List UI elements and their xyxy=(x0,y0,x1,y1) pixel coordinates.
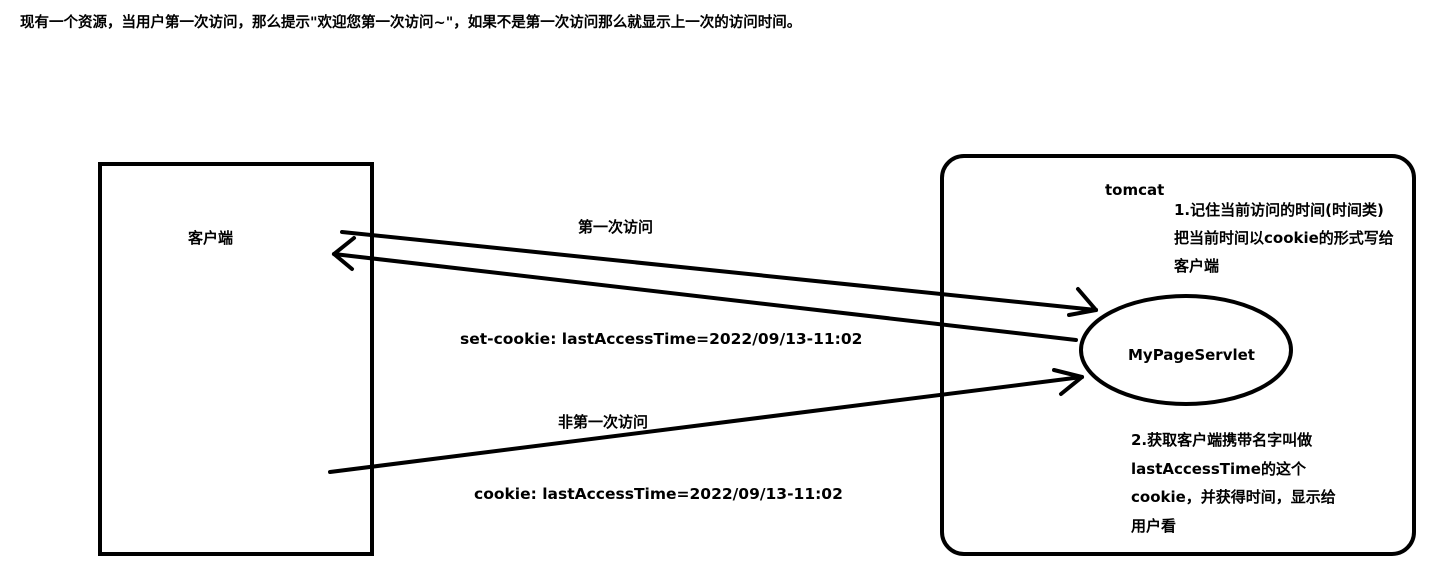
client-label: 客户端 xyxy=(188,229,234,247)
step2-line: lastAccessTime的这个 xyxy=(1131,459,1306,478)
servlet-label: MyPageServlet xyxy=(1128,346,1255,364)
tomcat-label: tomcat xyxy=(1105,181,1165,199)
set-cookie-arrow xyxy=(332,236,1078,342)
servlet-ellipse xyxy=(1079,294,1293,406)
step2-line: cookie，并获得时间，显示给 xyxy=(1131,488,1336,506)
repeat-visit-label: 非第一次访问 xyxy=(558,413,649,431)
step1-description: 1.记住当前访问的时间(时间类) 把当前时间以cookie的形式写给 客户端 xyxy=(1174,196,1394,280)
step1-line: 1.记住当前访问的时间(时间类) xyxy=(1174,201,1384,219)
step2-line: 用户看 xyxy=(1131,516,1177,535)
tomcat-box xyxy=(940,154,1416,556)
first-visit-arrow xyxy=(340,230,1098,317)
first-visit-label: 第一次访问 xyxy=(578,218,654,236)
cookie-label: cookie: lastAccessTime=2022/09/13-11:02 xyxy=(474,485,843,503)
step2-description: 2.获取客户端携带名字叫做 lastAccessTime的这个 cookie，并… xyxy=(1131,426,1336,540)
step2-line: 2.获取客户端携带名字叫做 xyxy=(1131,431,1313,449)
step1-line: 把当前时间以cookie的形式写给 xyxy=(1174,229,1394,247)
set-cookie-label: set-cookie: lastAccessTime=2022/09/13-11… xyxy=(460,330,863,348)
problem-description: 现有一个资源，当用户第一次访问，那么提示"欢迎您第一次访问~"，如果不是第一次访… xyxy=(20,15,802,31)
repeat-visit-arrow xyxy=(328,368,1084,474)
client-box xyxy=(98,162,374,556)
step1-line: 客户端 xyxy=(1174,257,1220,275)
